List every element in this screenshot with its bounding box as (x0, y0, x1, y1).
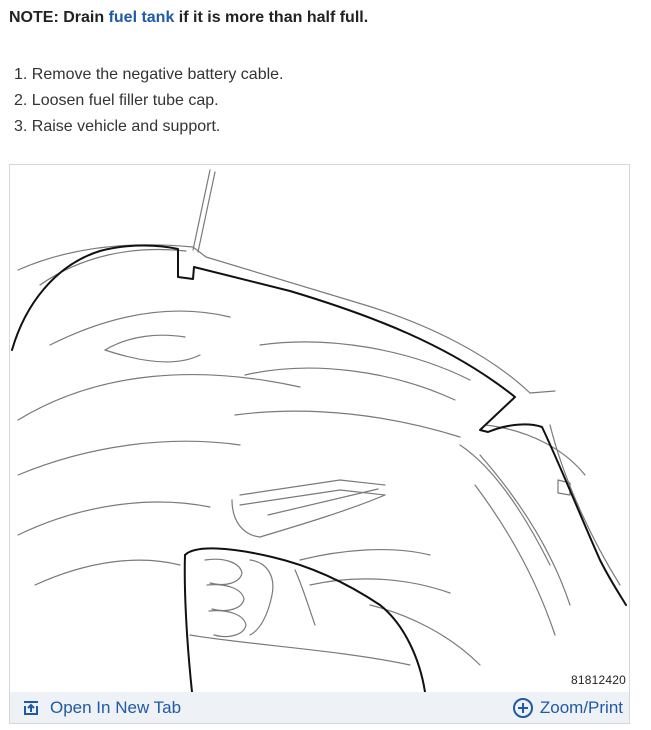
note-suffix: if it is more than half full. (174, 9, 369, 26)
note-paragraph: NOTE: Drain fuel tank if it is more than… (9, 9, 368, 27)
step-item: 2. Loosen fuel filler tube cap. (14, 92, 219, 109)
fuel-tank-link[interactable]: fuel tank (108, 9, 175, 26)
figure-toolbar: Open In New Tab Zoom/Print (10, 692, 629, 723)
figure-panel: 81812420 Open In New Tab Zoo (9, 164, 630, 724)
open-in-new-tab-icon (22, 700, 40, 716)
step-item: 1. Remove the negative battery cable. (14, 66, 284, 83)
zoom-print-button[interactable]: Zoom/Print (512, 692, 623, 723)
procedure-steps: 1. Remove the negative battery cable. 2.… (14, 62, 284, 140)
zoom-plus-icon (512, 697, 534, 719)
step-item: 3. Raise vehicle and support. (14, 118, 221, 135)
note-prefix: NOTE: Drain (9, 9, 109, 26)
open-in-new-tab-label: Open In New Tab (50, 698, 182, 717)
fuel-tank-line-drawing (11, 169, 627, 692)
open-in-new-tab-button[interactable]: Open In New Tab (22, 692, 182, 723)
figure-id-label: 81812420 (571, 673, 626, 687)
zoom-print-label: Zoom/Print (539, 698, 623, 717)
